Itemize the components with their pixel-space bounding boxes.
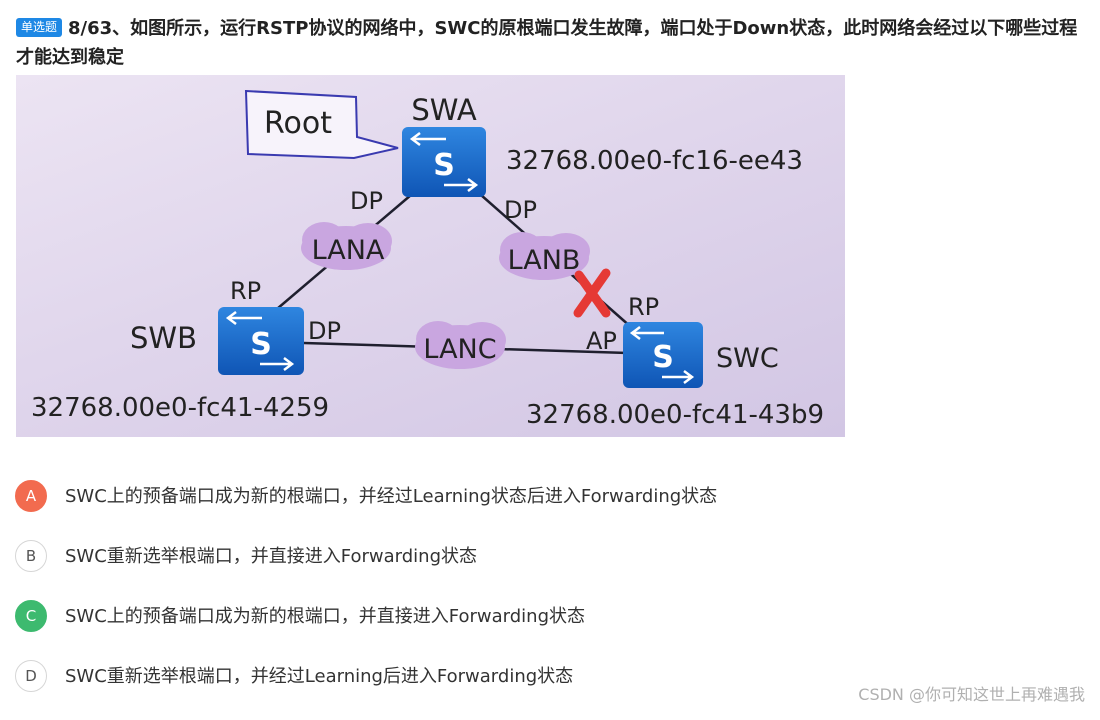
cloud-lanc: LANC (415, 321, 506, 369)
lana-label: LANA (312, 235, 385, 266)
port-label-swc-top: RP (628, 293, 659, 321)
svg-text:S: S (433, 148, 455, 183)
question-text: 8/63、如图所示，运行RSTP协议的网络中，SWC的原根端口发生故障，端口处于… (16, 18, 1078, 68)
port-label-swb-right: DP (308, 317, 341, 345)
swc-name: SWC (716, 343, 779, 374)
swa-bridge-id: 32768.00e0-fc16-ee43 (506, 146, 803, 176)
switch-swa: S SWA 32768.00e0-fc16-ee43 (402, 93, 803, 197)
switch-swb: S SWB 32768.00e0-fc41-4259 (31, 307, 329, 423)
port-label-swa-right: DP (504, 196, 537, 224)
swc-bridge-id: 32768.00e0-fc41-43b9 (526, 400, 824, 430)
swb-bridge-id: 32768.00e0-fc41-4259 (31, 393, 329, 423)
lanb-label: LANB (508, 245, 581, 276)
answer-options: A SWC上的预备端口成为新的根端口，并经过Learning状态后进入Forwa… (15, 480, 717, 720)
cloud-lanb: LANB (499, 232, 590, 280)
svg-text:S: S (250, 327, 272, 362)
root-callout: Root (244, 89, 399, 160)
switch-swc: S SWC 32768.00e0-fc41-43b9 (526, 322, 824, 430)
option-b-marker[interactable]: B (15, 540, 47, 572)
port-label-swa-left: DP (350, 187, 383, 215)
option-b-text: SWC重新选举根端口，并直接进入Forwarding状态 (65, 546, 478, 567)
network-diagram-svg: Root LANA LANB LANC (31, 89, 824, 430)
root-label: Root (264, 106, 332, 141)
csdn-watermark: CSDN @你可知这世上再难遇我 (858, 685, 1085, 704)
option-d-marker[interactable]: D (15, 660, 47, 692)
port-label-swc-left: AP (586, 327, 617, 355)
option-d[interactable]: D SWC重新选举根端口，并经过Learning后进入Forwarding状态 (15, 660, 717, 720)
switch-swb-icon (218, 307, 304, 375)
lanc-label: LANC (423, 334, 496, 365)
swa-name: SWA (411, 93, 476, 127)
svg-text:S: S (652, 340, 674, 375)
option-d-text: SWC重新选举根端口，并经过Learning后进入Forwarding状态 (65, 666, 574, 687)
option-c-marker[interactable]: C (15, 600, 47, 632)
port-label-swb-top: RP (230, 277, 261, 305)
option-a-text: SWC上的预备端口成为新的根端口，并经过Learning状态后进入Forward… (65, 486, 718, 507)
option-a[interactable]: A SWC上的预备端口成为新的根端口，并经过Learning状态后进入Forwa… (15, 480, 717, 540)
option-c-text: SWC上的预备端口成为新的根端口，并直接进入Forwarding状态 (65, 606, 586, 627)
switch-swc-icon (623, 322, 703, 388)
option-b[interactable]: B SWC重新选举根端口，并直接进入Forwarding状态 (15, 540, 717, 600)
switch-swa-icon (402, 127, 486, 197)
option-a-marker[interactable]: A (15, 480, 47, 512)
x-mark-icon (573, 268, 611, 318)
cloud-lana: LANA (301, 222, 392, 270)
swb-name: SWB (130, 321, 197, 355)
option-c[interactable]: C SWC上的预备端口成为新的根端口，并直接进入Forwarding状态 (15, 600, 717, 660)
network-diagram: Root LANA LANB LANC (16, 75, 845, 437)
question-type-badge: 单选题 (16, 18, 63, 37)
